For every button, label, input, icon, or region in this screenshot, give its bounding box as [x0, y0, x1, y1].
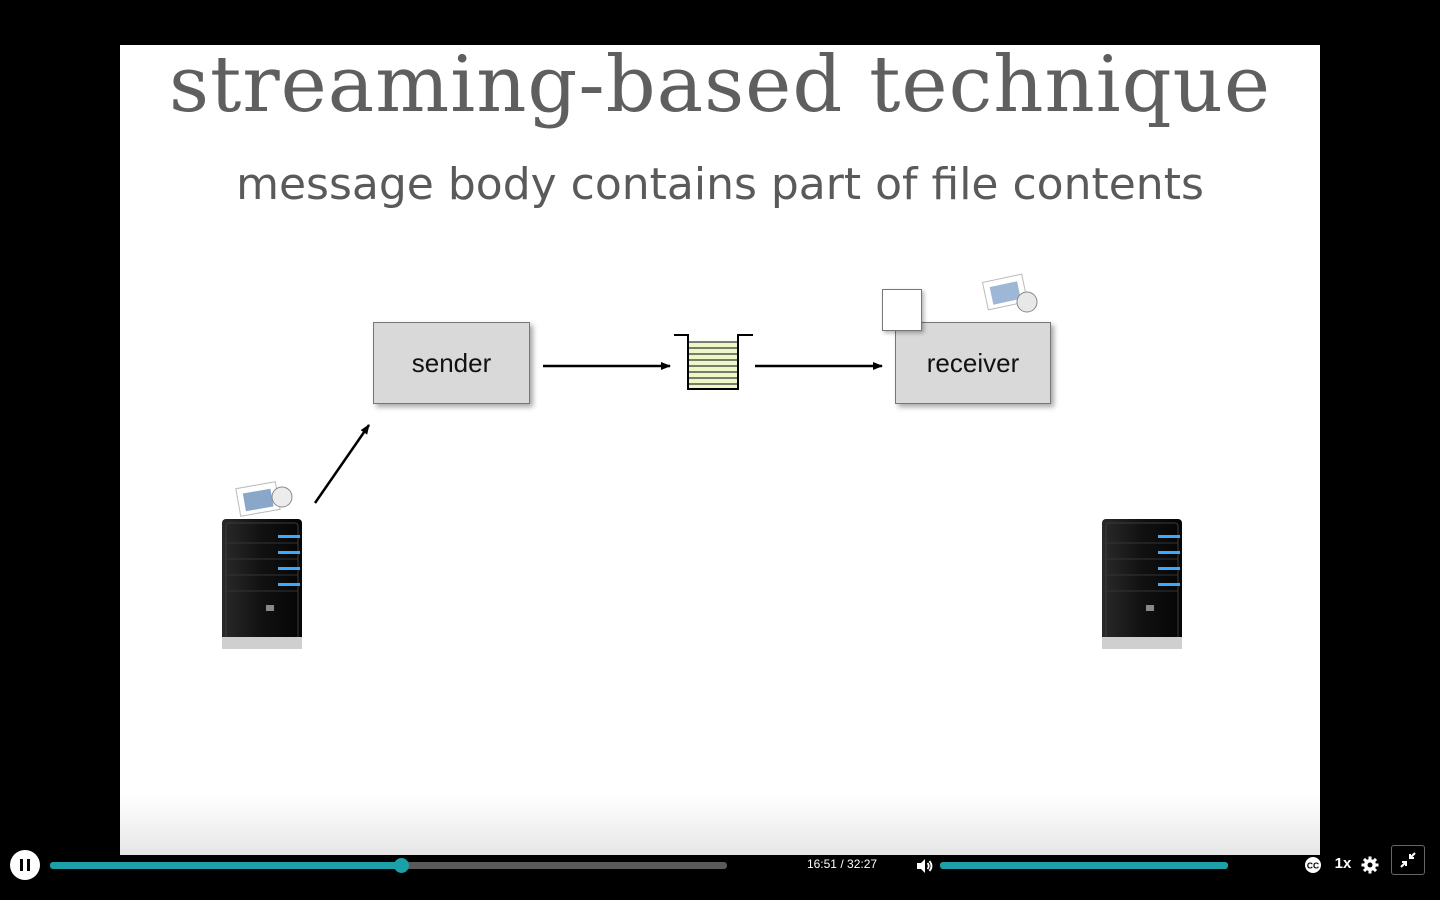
slide-subtitle: message body contains part of file conte…: [236, 159, 1204, 210]
captions-button[interactable]: CC: [1302, 854, 1324, 876]
slide-bottom-fade: [120, 795, 1320, 855]
sender-node: sender: [373, 322, 530, 404]
photo-files-icon: [235, 481, 293, 517]
pause-icon: [20, 859, 30, 871]
lecture-slide: streaming-based technique message body c…: [120, 45, 1320, 855]
pause-button[interactable]: [10, 850, 40, 880]
seek-handle[interactable]: [394, 858, 410, 873]
video-controls: 16:51 / 32:27 CC 1x: [0, 845, 1440, 900]
svg-text:CC: CC: [1307, 861, 1319, 871]
message-queue-icon: [674, 334, 753, 390]
volume-level: [940, 862, 1228, 869]
duration: 32:27: [847, 857, 878, 871]
time-readout: 16:51 / 32:27: [792, 857, 892, 871]
receiver-node: receiver: [895, 322, 1051, 404]
arrow-server-to-sender: [313, 424, 371, 504]
closed-captions-icon: CC: [1305, 857, 1321, 873]
settings-button[interactable]: [1360, 855, 1380, 875]
server-icon: [222, 519, 302, 649]
volume-slider[interactable]: [940, 862, 1228, 869]
photo-files-icon: [981, 273, 1038, 313]
gear-icon: [1361, 856, 1379, 874]
exit-fullscreen-button[interactable]: [1391, 845, 1425, 875]
streaming-diagram: [222, 273, 1182, 649]
playback-speed-button[interactable]: 1x: [1334, 855, 1352, 872]
seek-bar[interactable]: [50, 858, 727, 873]
server-icon: [1102, 519, 1182, 649]
volume-button[interactable]: [912, 854, 936, 878]
volume-icon: [917, 859, 933, 873]
time-separator: /: [840, 857, 844, 871]
file-chunk-square: [882, 289, 922, 331]
current-time: 16:51: [806, 857, 837, 871]
slide-title: streaming-based technique: [168, 45, 1272, 130]
exit-fullscreen-icon: [1400, 852, 1416, 868]
seek-progress: [50, 862, 402, 869]
